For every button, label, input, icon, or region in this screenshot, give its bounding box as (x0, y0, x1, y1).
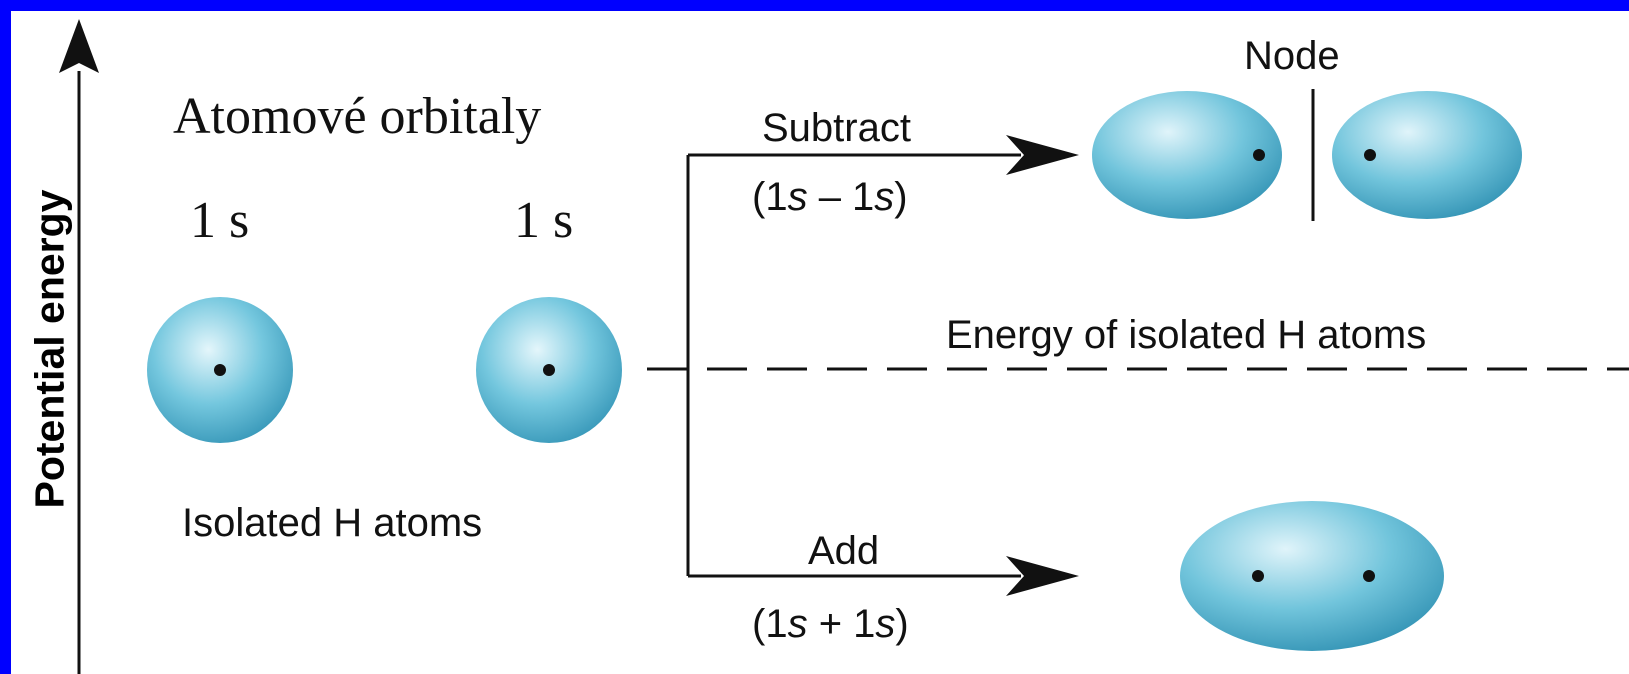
nucleus-dot (1364, 149, 1376, 161)
h-atom-orbital-left (147, 297, 293, 443)
node-label: Node (1244, 36, 1340, 76)
nucleus-dot (1253, 149, 1265, 161)
orbital-label-right: 1 s (514, 195, 573, 247)
isolated-atoms-caption: Isolated H atoms (182, 503, 482, 543)
nucleus-dot (214, 364, 226, 376)
diagram-canvas: Potential energy Atomové orbitaly 1 s 1 … (11, 11, 1629, 674)
nucleus-dot (543, 364, 555, 376)
subtract-label: Subtract (762, 108, 911, 148)
antibonding-orbital (1092, 89, 1522, 221)
energy-axis-arrowhead (59, 19, 99, 73)
subtract-formula: (1s – 1s) (752, 177, 908, 217)
diagram-title: Atomové orbitaly (173, 91, 541, 143)
orbital-label-left: 1 s (190, 195, 249, 247)
add-formula: (1s + 1s) (752, 604, 909, 644)
h-atom-orbital-right (476, 297, 622, 443)
nucleus-dot (1252, 570, 1264, 582)
antibonding-lobe-right (1332, 91, 1522, 219)
nucleus-dot (1363, 570, 1375, 582)
bonding-orbital (1180, 501, 1444, 651)
axis-label-potential-energy: Potential energy (30, 190, 71, 509)
isolated-energy-label: Energy of isolated H atoms (946, 315, 1426, 355)
add-label: Add (808, 531, 879, 571)
